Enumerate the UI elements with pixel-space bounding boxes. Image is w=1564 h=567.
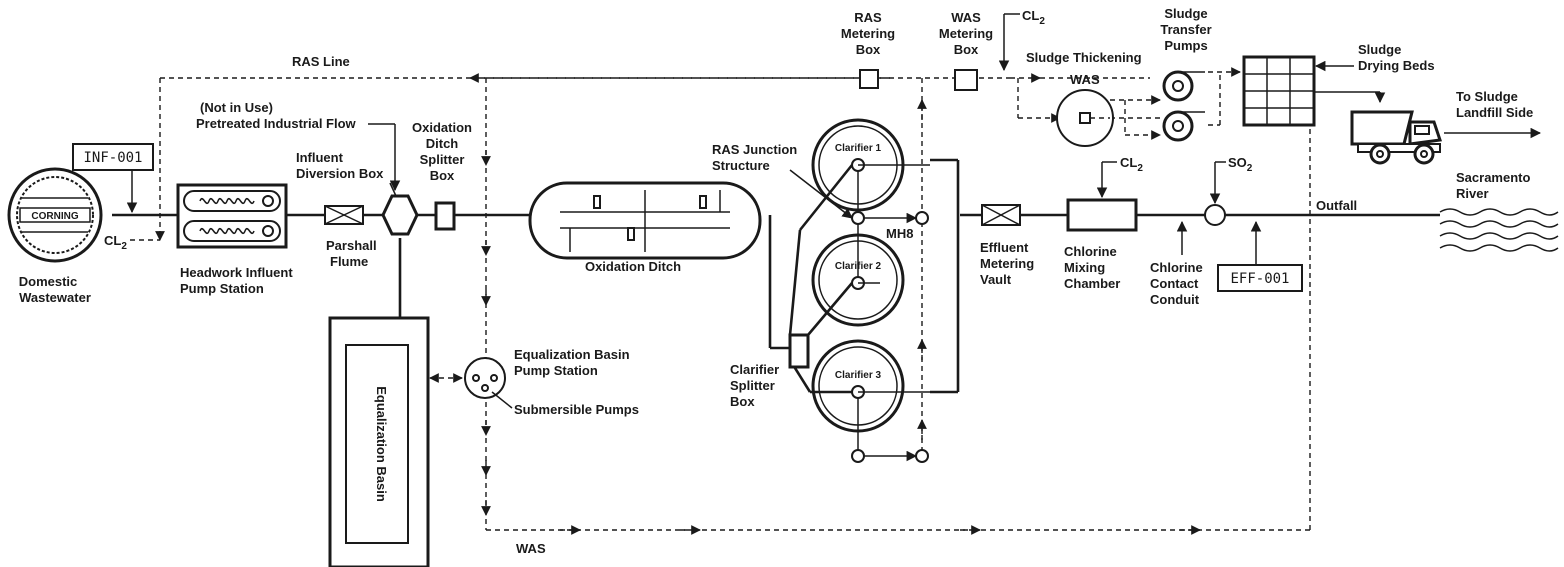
main-process-line xyxy=(112,60,1440,394)
sludge-thickening-label: Sludge Thickening xyxy=(1026,50,1142,65)
cl2-was-label: CL2 xyxy=(1022,8,1045,27)
manhole-icon: CORNING xyxy=(7,167,103,263)
cl2-mixing-label: CL2 xyxy=(1120,155,1143,174)
equalization-basin xyxy=(328,316,430,567)
effluent-metering-vault xyxy=(981,204,1021,226)
sludge-thickener xyxy=(1056,89,1114,147)
dump-truck-icon xyxy=(1350,110,1442,165)
oxidation-ditch xyxy=(528,181,762,260)
eff-001-label: EFF-001 xyxy=(1230,271,1289,287)
eq-pump-station xyxy=(464,357,506,399)
was-top-label: WAS xyxy=(1070,72,1100,87)
inf-001-label: INF-001 xyxy=(83,150,142,166)
ras-line-dashed xyxy=(130,73,1010,530)
parshall-flume xyxy=(324,205,364,225)
so2-label: SO2 xyxy=(1228,155,1253,174)
pretreated-flow-label: (Not in Use)Pretreated Industrial Flow xyxy=(196,100,357,131)
eff-001-box xyxy=(1217,264,1303,292)
mh8-label: MH8 xyxy=(886,226,913,241)
was-metering-box xyxy=(954,69,978,91)
chlorine-mixing-chamber xyxy=(1066,198,1138,232)
corning-logo: CORNING xyxy=(31,211,78,222)
was-bottom-label: WAS xyxy=(516,541,546,556)
clarifier-1 xyxy=(811,118,930,212)
equalization-basin-label: Equalization Basin xyxy=(374,386,389,502)
sludge-transfer-pumps xyxy=(1162,70,1205,142)
headwork-pump-station xyxy=(176,183,288,249)
so2-injection-point xyxy=(1204,204,1226,226)
inf-001-box xyxy=(72,143,154,171)
submersible-pumps-label: Submersible Pumps xyxy=(514,402,639,417)
influent-diversion-box xyxy=(381,194,419,236)
oxidation-ditch-label: Oxidation Ditch xyxy=(585,259,681,274)
river-waves-icon xyxy=(1439,208,1559,252)
clarifier-connections xyxy=(788,164,929,463)
cl2-influent-label: CL2 xyxy=(104,233,127,252)
clarifier-1-label: Clarifier 1 xyxy=(835,143,882,154)
ras-metering-box xyxy=(859,69,879,89)
sludge-drying-beds xyxy=(1242,55,1316,127)
outfall-label: Outfall xyxy=(1316,198,1357,213)
oxidation-splitter-box xyxy=(434,201,456,231)
clarifier-3 xyxy=(811,339,930,433)
clarifier-3-label: Clarifier 3 xyxy=(835,370,882,381)
clarifier-splitter-box xyxy=(788,333,810,369)
ras-line-label: RAS Line xyxy=(292,54,350,69)
